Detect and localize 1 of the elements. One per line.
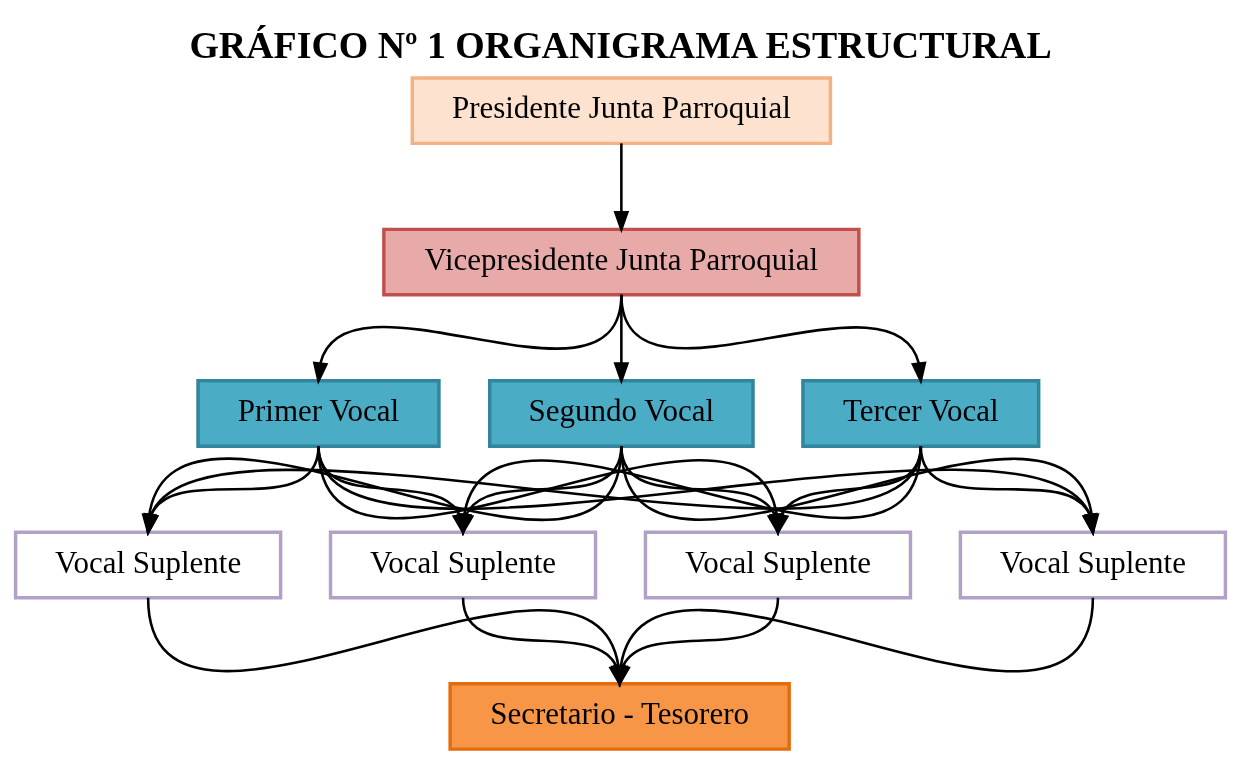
diagram-title: GRÁFICO Nº 1 ORGANIGRAMA ESTRUCTURAL bbox=[189, 23, 1052, 66]
